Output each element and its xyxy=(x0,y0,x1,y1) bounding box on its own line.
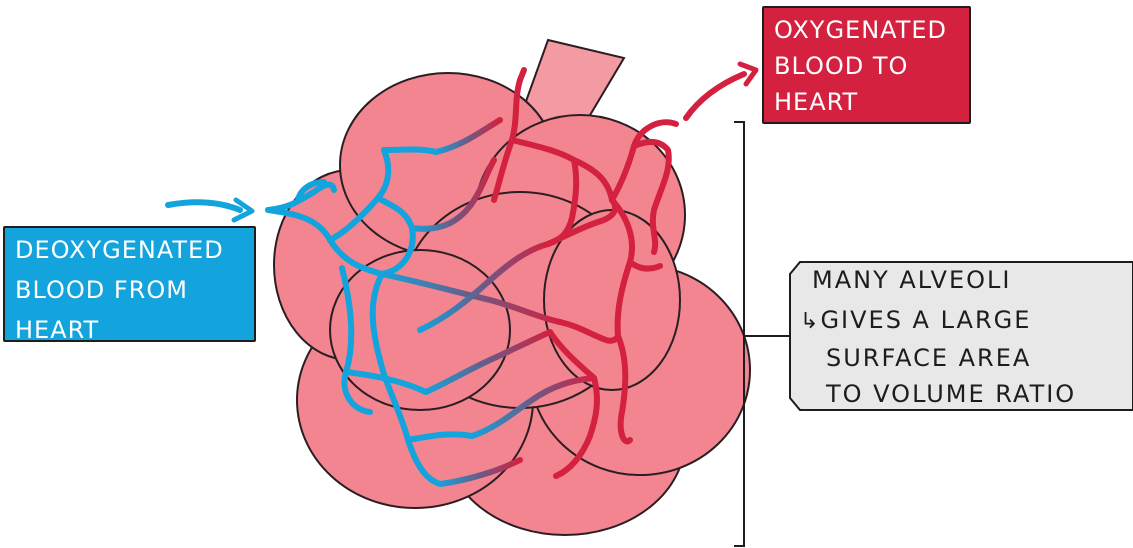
oxygenated-flow-arrow xyxy=(686,74,744,118)
note-line-3: TO VOLUME RATIO xyxy=(826,380,1076,408)
note-heading: MANY ALVEOLI xyxy=(812,266,1011,294)
deoxygenated-flow-arrow xyxy=(168,202,240,210)
deoxygenated-label-line-2: BLOOD FROM xyxy=(15,270,244,310)
oxygenated-blood-label: OXYGENATED BLOOD TO HEART xyxy=(762,6,971,124)
bent-arrow-icon: ↳ xyxy=(800,309,818,334)
deoxygenated-blood-label: DEOXYGENATED BLOOD FROM HEART xyxy=(3,226,256,342)
deoxygenated-label-line-1: DEOXYGENATED xyxy=(15,230,244,270)
note-line-1-text: GIVES A LARGE xyxy=(820,306,1031,334)
deoxygenated-label-line-3: HEART xyxy=(15,310,244,350)
oxygenated-label-line-2: BLOOD TO xyxy=(774,48,959,84)
alveoli-note: MANY ALVEOLI ↳GIVES A LARGE SURFACE AREA… xyxy=(790,260,1133,410)
oxygenated-label-line-1: OXYGENATED xyxy=(774,12,959,48)
note-line-1: ↳GIVES A LARGE xyxy=(800,306,1031,334)
note-line-2: SURFACE AREA xyxy=(826,344,1031,372)
oxygenated-label-line-3: HEART xyxy=(774,84,959,120)
